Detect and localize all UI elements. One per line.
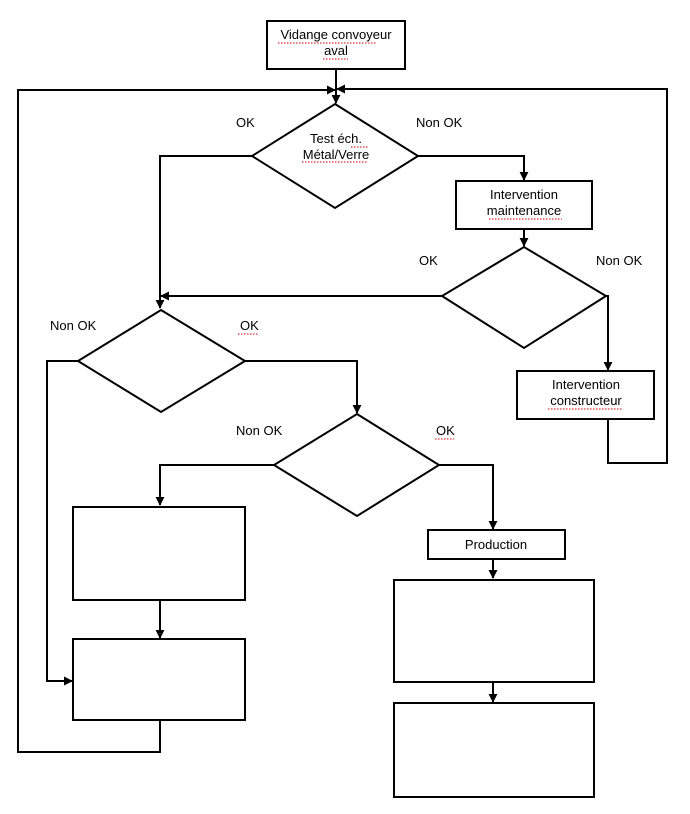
maintenance-label-line1: Intervention (490, 187, 558, 202)
maintenance-label-line2: maintenance (487, 203, 561, 218)
edge-test-non-ok (418, 155, 529, 181)
vidange-label-line2: aval (324, 43, 348, 58)
edge-diamond2-ok (245, 360, 362, 414)
diamond3-non-ok-label: Non OK (236, 423, 283, 438)
diamond1-non-ok-label: Non OK (596, 253, 643, 268)
edge-diamond2-non-ok (46, 360, 78, 686)
right-box-1 (393, 579, 595, 683)
edge-constructeur-loop (336, 84, 668, 464)
test-label-line2: Métal/Verre (303, 147, 369, 162)
left-box-1 (72, 506, 246, 601)
edge-diamond3-ok (439, 464, 498, 530)
decision-diamond-3 (272, 412, 441, 518)
intervention-constructeur-box (516, 370, 655, 420)
edge-diamond1-non-ok (603, 295, 613, 371)
decision-diamond-1 (440, 245, 608, 350)
test-label-line1: Test éch. (310, 131, 362, 146)
intervention-maintenance-box (455, 180, 593, 230)
constructeur-label-line2: constructeur (550, 393, 622, 408)
production-label: Production (465, 537, 527, 552)
decision-diamond-2 (76, 308, 247, 414)
right-box-2 (393, 702, 595, 798)
test-ok-label: OK (236, 115, 255, 130)
constructeur-label-line1: Intervention (552, 377, 620, 392)
test-decision-diamond (250, 102, 420, 210)
edge-leftbox2-loop (17, 85, 336, 753)
diamond3-ok-label: OK (436, 423, 455, 438)
diamond2-ok-label: OK (240, 318, 259, 333)
test-non-ok-label: Non OK (416, 115, 463, 130)
left-box-2 (72, 638, 246, 721)
edge-diamond3-non-ok (155, 464, 274, 506)
production-box (427, 529, 566, 560)
vidange-label-line1: Vidange convoyeur (280, 27, 392, 42)
edge-test-ok (155, 155, 252, 309)
diamond1-ok-label: OK (419, 253, 438, 268)
diamond2-non-ok-label: Non OK (50, 318, 97, 333)
vidange-convoyeur-box (266, 20, 406, 70)
